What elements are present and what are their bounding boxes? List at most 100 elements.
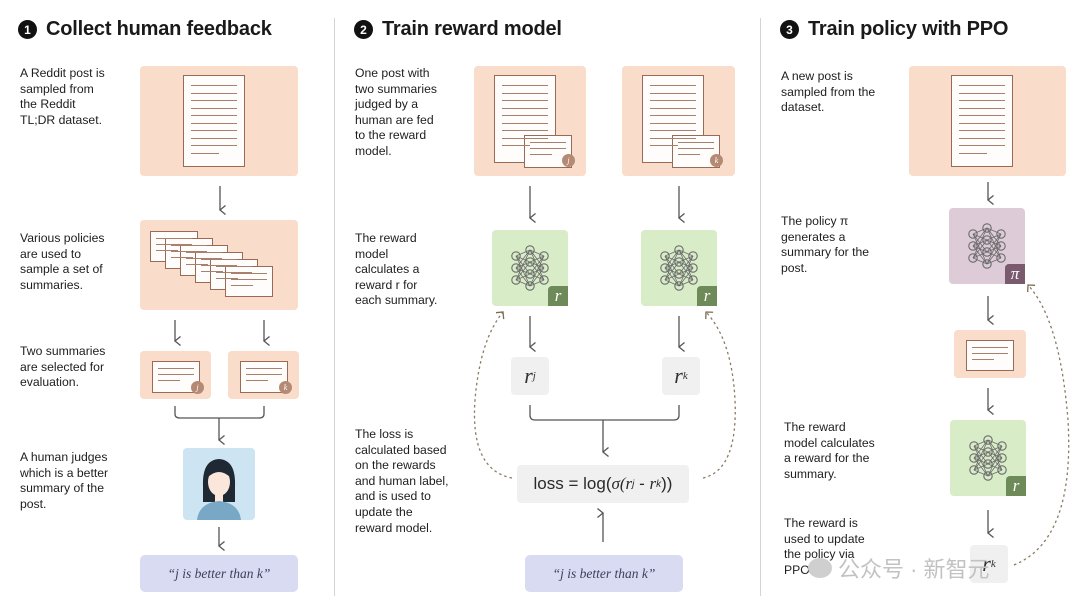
nn-edge (987, 439, 1003, 447)
desc-line: model. (355, 143, 392, 158)
loss-sigma: σ (611, 474, 620, 493)
nn-node (996, 229, 1006, 239)
text-line (530, 154, 552, 156)
text-line (191, 100, 237, 102)
reward-symbol: r (982, 551, 991, 576)
nn-node (674, 257, 684, 267)
reward-model-k: r (641, 230, 717, 306)
wechat-icon (808, 558, 832, 578)
badge-k: k (279, 381, 292, 394)
badge-k: k (710, 154, 723, 167)
nn-edge (986, 245, 1002, 265)
nn-node (525, 245, 535, 255)
nn-edge (529, 249, 545, 257)
desc-line: judged by a (355, 97, 419, 112)
nn-node (968, 229, 978, 239)
desc-two-summaries: Two summaries are selected for evaluatio… (20, 344, 105, 391)
person-icon (197, 459, 241, 520)
text-line (959, 100, 1005, 102)
text-line (650, 145, 678, 147)
nn-node (525, 257, 535, 267)
desc-line: summaries. (20, 277, 83, 292)
text-line (231, 279, 267, 281)
nn-edge (987, 469, 1003, 477)
desc-line: The policy π (781, 214, 849, 228)
desc-reward-for-summary: The reward model calculates a reward for… (784, 420, 875, 482)
desc-line: The loss is (355, 427, 414, 441)
reward-model: r (950, 420, 1026, 496)
desc-line: each summary. (355, 293, 438, 308)
nn-edge (986, 227, 1002, 235)
nn-edge (973, 439, 989, 459)
nn-edge (678, 279, 694, 287)
text-line (972, 353, 1008, 355)
desc-line: are used to (20, 246, 81, 261)
reward-symbol: r (674, 363, 683, 388)
nn-node (688, 275, 698, 285)
loss-rk: r (649, 474, 657, 493)
desc-line: calculates a (355, 262, 420, 277)
desc-line: are selected for (20, 359, 105, 374)
desc-policies: Various policies are used to sample a se… (20, 231, 104, 293)
text-line (231, 285, 253, 287)
desc-line: sample a set of (20, 262, 103, 277)
step-2-header: 2 Train reward model (354, 18, 562, 41)
text-line (191, 107, 237, 109)
desc-line: two summaries (355, 81, 437, 96)
text-line (191, 137, 237, 139)
text-line (246, 380, 268, 382)
text-line (216, 278, 238, 280)
nn-edge (972, 257, 988, 265)
text-line (216, 272, 252, 274)
merge-bracket (174, 406, 265, 419)
nn-node (688, 263, 698, 273)
text-line (191, 130, 237, 132)
text-line (959, 85, 1005, 87)
text-line (959, 115, 1005, 117)
watermark: 公众号 · 新智元 (808, 552, 990, 584)
nn-node (969, 453, 979, 463)
nn-edge (972, 251, 988, 259)
nn-node (525, 281, 535, 291)
watermark-text: 公众号 · 新智元 (838, 557, 990, 582)
desc-line: The reward (784, 420, 846, 434)
nn-edge (678, 267, 694, 287)
nn-node (982, 223, 992, 233)
desc-human-judge: A human judges which is a better summary… (20, 450, 108, 512)
neural-network-icon (660, 245, 698, 291)
nn-node (997, 453, 1007, 463)
desc-line: A Reddit post is (20, 66, 105, 80)
desc-line: Two summaries (20, 344, 106, 358)
nn-node (969, 465, 979, 475)
text-line (171, 257, 193, 259)
text-line (502, 137, 548, 139)
step-title: Train reward model (382, 18, 562, 40)
desc-reward-calc: The reward model calculates a reward r f… (355, 231, 437, 309)
divider-right (760, 18, 761, 596)
text-line (191, 92, 237, 94)
nn-edge (529, 255, 545, 263)
desc-line: which is a better (20, 465, 109, 480)
text-line (502, 145, 530, 147)
desc-line: to the reward (355, 128, 427, 143)
nn-edge (986, 233, 1002, 265)
desc-line: and is used to (355, 489, 431, 504)
text-line (650, 85, 696, 87)
nn-edge (973, 451, 989, 471)
desc-loss: The loss is calculated based on the rewa… (355, 427, 449, 536)
text-line (650, 130, 696, 132)
nn-edge (972, 227, 988, 259)
nn-edge (973, 439, 989, 471)
nn-node (660, 251, 670, 261)
feedback-loop-policy (1013, 284, 1070, 566)
step-1-header: 1 Collect human feedback (18, 18, 272, 41)
nn-edge (529, 255, 545, 287)
nn-node (511, 275, 521, 285)
step-number: 2 (354, 20, 373, 39)
preference-label: “j is better than k” (525, 555, 683, 592)
text-line (959, 107, 1005, 109)
nn-edge (973, 469, 989, 477)
nn-edge (515, 249, 531, 269)
text-line (678, 148, 714, 150)
